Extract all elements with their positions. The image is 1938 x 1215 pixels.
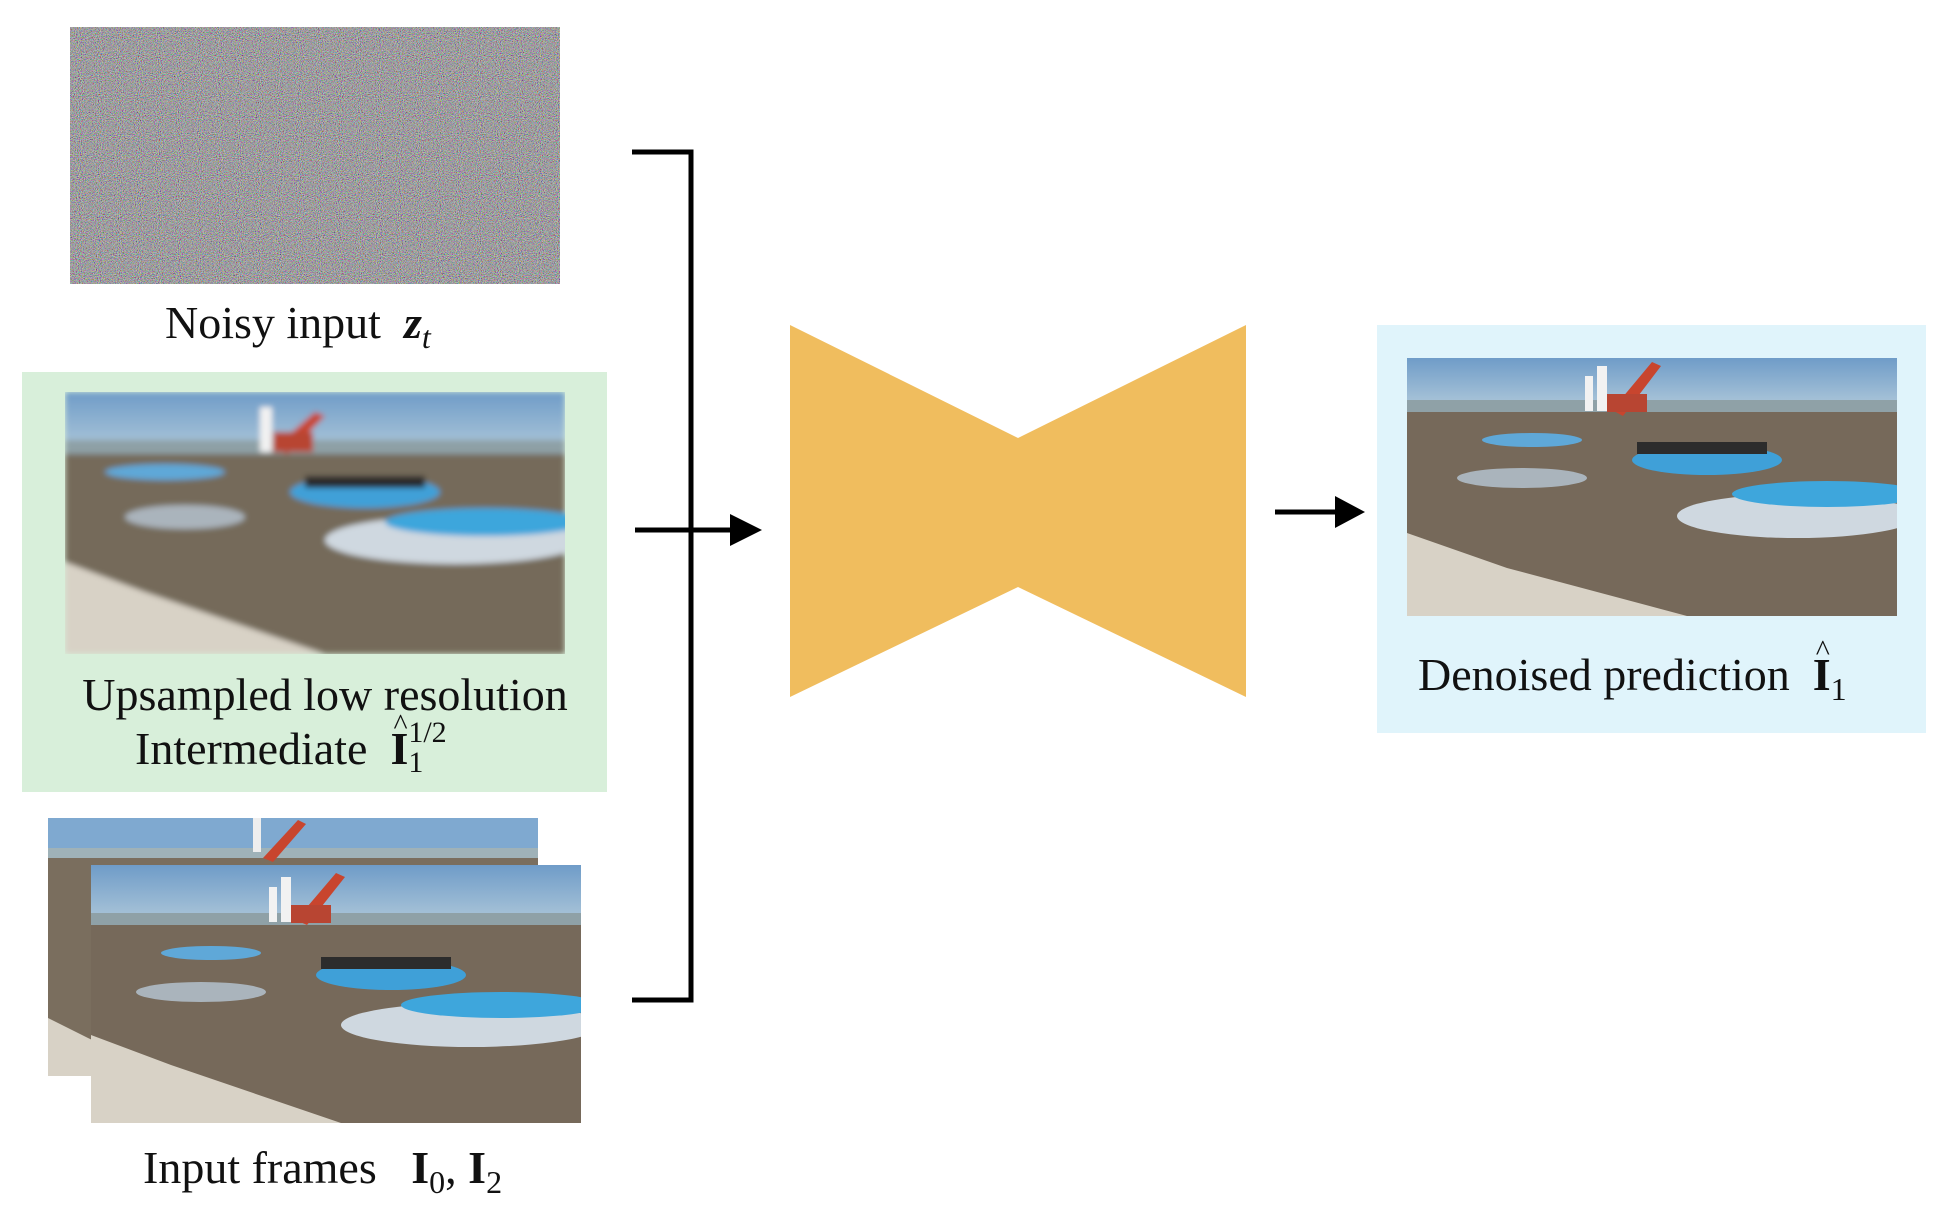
output-caption: Denoised prediction I1 xyxy=(1418,636,1847,707)
output-subscript: 1 xyxy=(1830,671,1847,707)
output-label: Denoised prediction xyxy=(1418,649,1790,700)
output-image xyxy=(1407,358,1897,616)
input-frames-sub-b: 2 xyxy=(486,1164,503,1200)
input-frames-label: Input frames xyxy=(143,1142,377,1193)
upsampled-label: Intermediate xyxy=(135,723,368,774)
upsampled-superscript: 1/2 xyxy=(408,716,447,749)
input-frames-symbol-a: I xyxy=(411,1142,430,1193)
input-frame-front xyxy=(91,865,581,1123)
noisy-input-caption: Noisy input zt xyxy=(165,297,431,355)
upsampled-image xyxy=(65,392,565,654)
noisy-input-subscript: t xyxy=(421,319,431,355)
noisy-input-image xyxy=(70,27,560,284)
input-frames-separator: , xyxy=(445,1142,457,1193)
input-frames-caption: Input frames I0, I2 xyxy=(143,1142,503,1200)
upsampled-caption-line2: Intermediate I11/2 xyxy=(135,710,456,778)
upsampled-caption-line1: Upsampled low resolution xyxy=(82,669,568,720)
upsampled-symbol: I xyxy=(390,710,408,772)
noisy-input-label: Noisy input xyxy=(165,297,381,348)
output-symbol: I xyxy=(1813,636,1831,698)
input-frames-symbol-b: I xyxy=(468,1142,487,1193)
unet-bowtie-shape xyxy=(790,325,1246,697)
upsampled-subscript: 1 xyxy=(408,746,424,779)
input-frames-sub-a: 0 xyxy=(429,1164,446,1200)
noisy-input-symbol: z xyxy=(403,297,422,348)
